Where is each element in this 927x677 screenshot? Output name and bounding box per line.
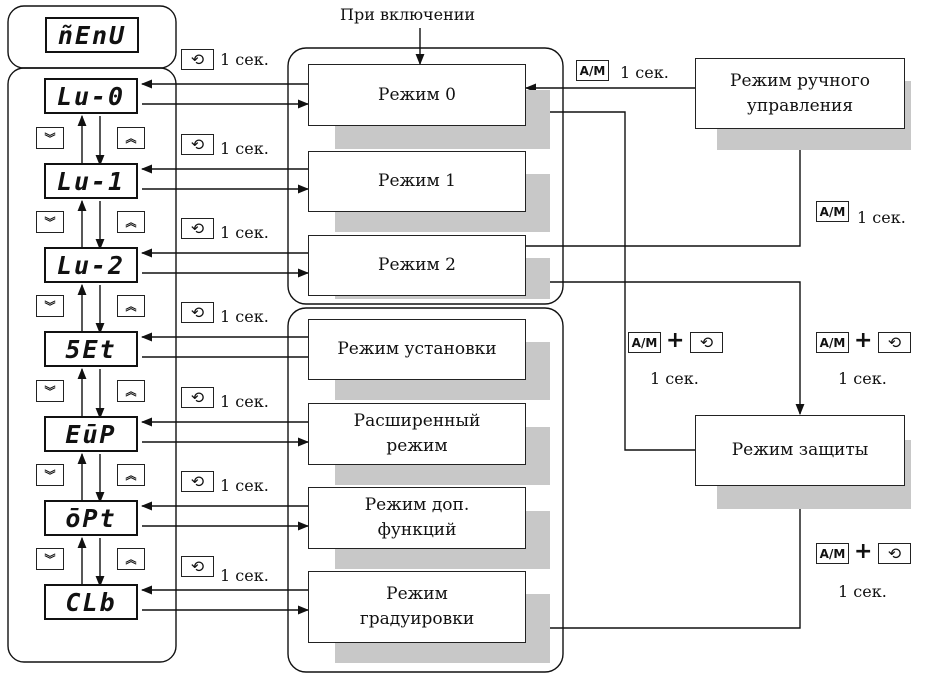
menu-display: ñEnU (45, 17, 139, 53)
one-sec-label: 1 сек. (857, 208, 906, 227)
loop-key-icon: ⟲ (181, 556, 214, 577)
plus-sign: + (854, 328, 873, 353)
up-key-icon: ︽ (117, 464, 145, 486)
am-key-icon: A/M (628, 332, 661, 353)
display-lu-0: Lu-0 (44, 78, 138, 114)
down-key-icon: ︾ (36, 548, 64, 570)
up-key-icon: ︽ (117, 211, 145, 233)
up-key-icon: ︽ (117, 548, 145, 570)
one-sec-label: 1 сек. (220, 223, 269, 242)
am-key-icon: A/M (816, 201, 849, 222)
display-set: 5Et (44, 331, 138, 367)
down-key-icon: ︾ (36, 127, 64, 149)
calibration-mode-box: Режим градуировки (308, 571, 526, 643)
group-frame-top (287, 47, 564, 305)
am-key-icon: A/M (576, 60, 609, 81)
loop-key-icon: ⟲ (181, 218, 214, 239)
one-sec-label: 1 сек. (620, 63, 669, 82)
loop-key-icon: ⟲ (878, 332, 911, 353)
up-key-icon: ︽ (117, 127, 145, 149)
one-sec-label: 1 сек. (220, 392, 269, 411)
loop-key-icon: ⟲ (878, 543, 911, 564)
plus-sign: + (666, 328, 685, 353)
loop-key-icon: ⟲ (690, 332, 723, 353)
loop-key-icon: ⟲ (181, 49, 214, 70)
group-frame-bottom (287, 307, 564, 673)
one-sec-label: 1 сек. (220, 139, 269, 158)
one-sec-label: 1 сек. (220, 566, 269, 585)
one-sec-label: 1 сек. (838, 369, 887, 388)
plus-sign: + (854, 539, 873, 564)
mode-0-box: Режим 0 (308, 64, 526, 126)
level-frame (7, 67, 177, 663)
display-opt: ōPt (44, 500, 138, 536)
display-clb: CLb (44, 584, 138, 620)
display-lu-1: Lu-1 (44, 163, 138, 199)
setup-mode-box: Режим установки (308, 319, 526, 380)
one-sec-label: 1 сек. (220, 50, 269, 69)
display-lu-2: Lu-2 (44, 247, 138, 283)
display-ext: EūP (44, 416, 138, 452)
loop-key-icon: ⟲ (181, 471, 214, 492)
down-key-icon: ︾ (36, 211, 64, 233)
extended-mode-box: Расширенный режим (308, 403, 526, 465)
up-key-icon: ︽ (117, 295, 145, 317)
up-key-icon: ︽ (117, 380, 145, 402)
loop-key-icon: ⟲ (181, 387, 214, 408)
mode-1-box: Режим 1 (308, 151, 526, 212)
manual-mode-box: Режим ручного управления (695, 58, 905, 129)
power-on-label: При включении (340, 5, 476, 24)
one-sec-label: 1 сек. (220, 476, 269, 495)
down-key-icon: ︾ (36, 380, 64, 402)
protect-mode-box: Режим защиты (695, 415, 905, 486)
am-key-icon: A/M (816, 332, 849, 353)
one-sec-label: 1 сек. (220, 307, 269, 326)
loop-key-icon: ⟲ (181, 134, 214, 155)
down-key-icon: ︾ (36, 464, 64, 486)
mode-2-box: Режим 2 (308, 235, 526, 296)
options-mode-box: Режим доп. функций (308, 487, 526, 549)
one-sec-label: 1 сек. (838, 582, 887, 601)
loop-key-icon: ⟲ (181, 302, 214, 323)
down-key-icon: ︾ (36, 295, 64, 317)
am-key-icon: A/M (816, 543, 849, 564)
one-sec-label: 1 сек. (650, 369, 699, 388)
